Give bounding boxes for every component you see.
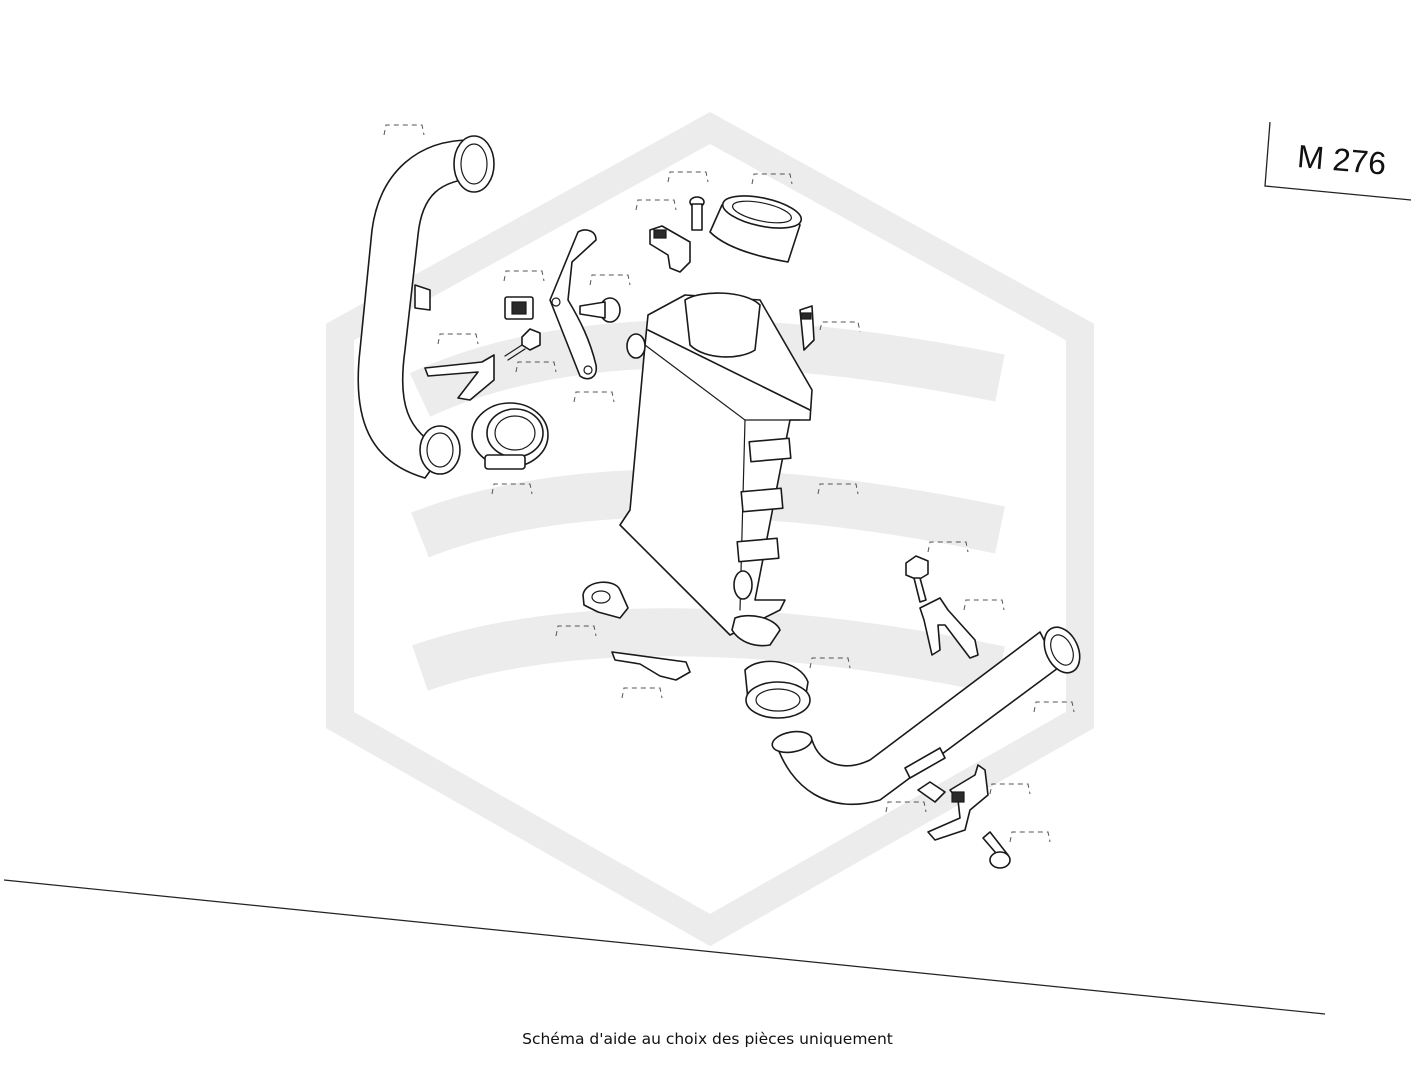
diagram-caption: Schéma d'aide au choix des pièces unique…	[522, 1030, 893, 1048]
pipe-bracket-right[interactable]	[919, 597, 979, 659]
bolt-right[interactable]	[905, 555, 929, 603]
support-bracket-bottom[interactable]	[927, 764, 989, 841]
engine-code: M 276	[1295, 138, 1388, 182]
engine-label-frame	[1264, 121, 1412, 201]
hose-coupling-top[interactable]	[709, 190, 804, 263]
mounting-strap[interactable]	[549, 229, 598, 380]
clip-right[interactable]	[917, 781, 946, 803]
retaining-clip[interactable]	[611, 651, 691, 681]
bolt-sensor[interactable]	[689, 196, 705, 231]
screw-left[interactable]	[579, 297, 621, 323]
upper-charge-air-pipe[interactable]	[357, 135, 495, 479]
reference-placeholders	[383, 124, 1075, 843]
rubber-grommet[interactable]	[582, 581, 629, 619]
pipe-bracket-left[interactable]	[424, 354, 495, 401]
engine-code-label: M 276	[1263, 120, 1413, 201]
screw-bottom[interactable]	[982, 831, 1011, 869]
clip-nut[interactable]	[504, 296, 534, 320]
intercooler[interactable]	[619, 292, 813, 647]
bolt-small-left[interactable]	[504, 328, 541, 361]
pressure-sensor-top[interactable]	[649, 225, 691, 273]
hose-clamp-left[interactable]	[471, 402, 549, 470]
hose-coupling-bottom[interactable]	[744, 660, 811, 719]
baseline	[3, 879, 1326, 1015]
temperature-sensor[interactable]	[799, 305, 815, 351]
lower-charge-air-pipe[interactable]	[771, 621, 1087, 805]
